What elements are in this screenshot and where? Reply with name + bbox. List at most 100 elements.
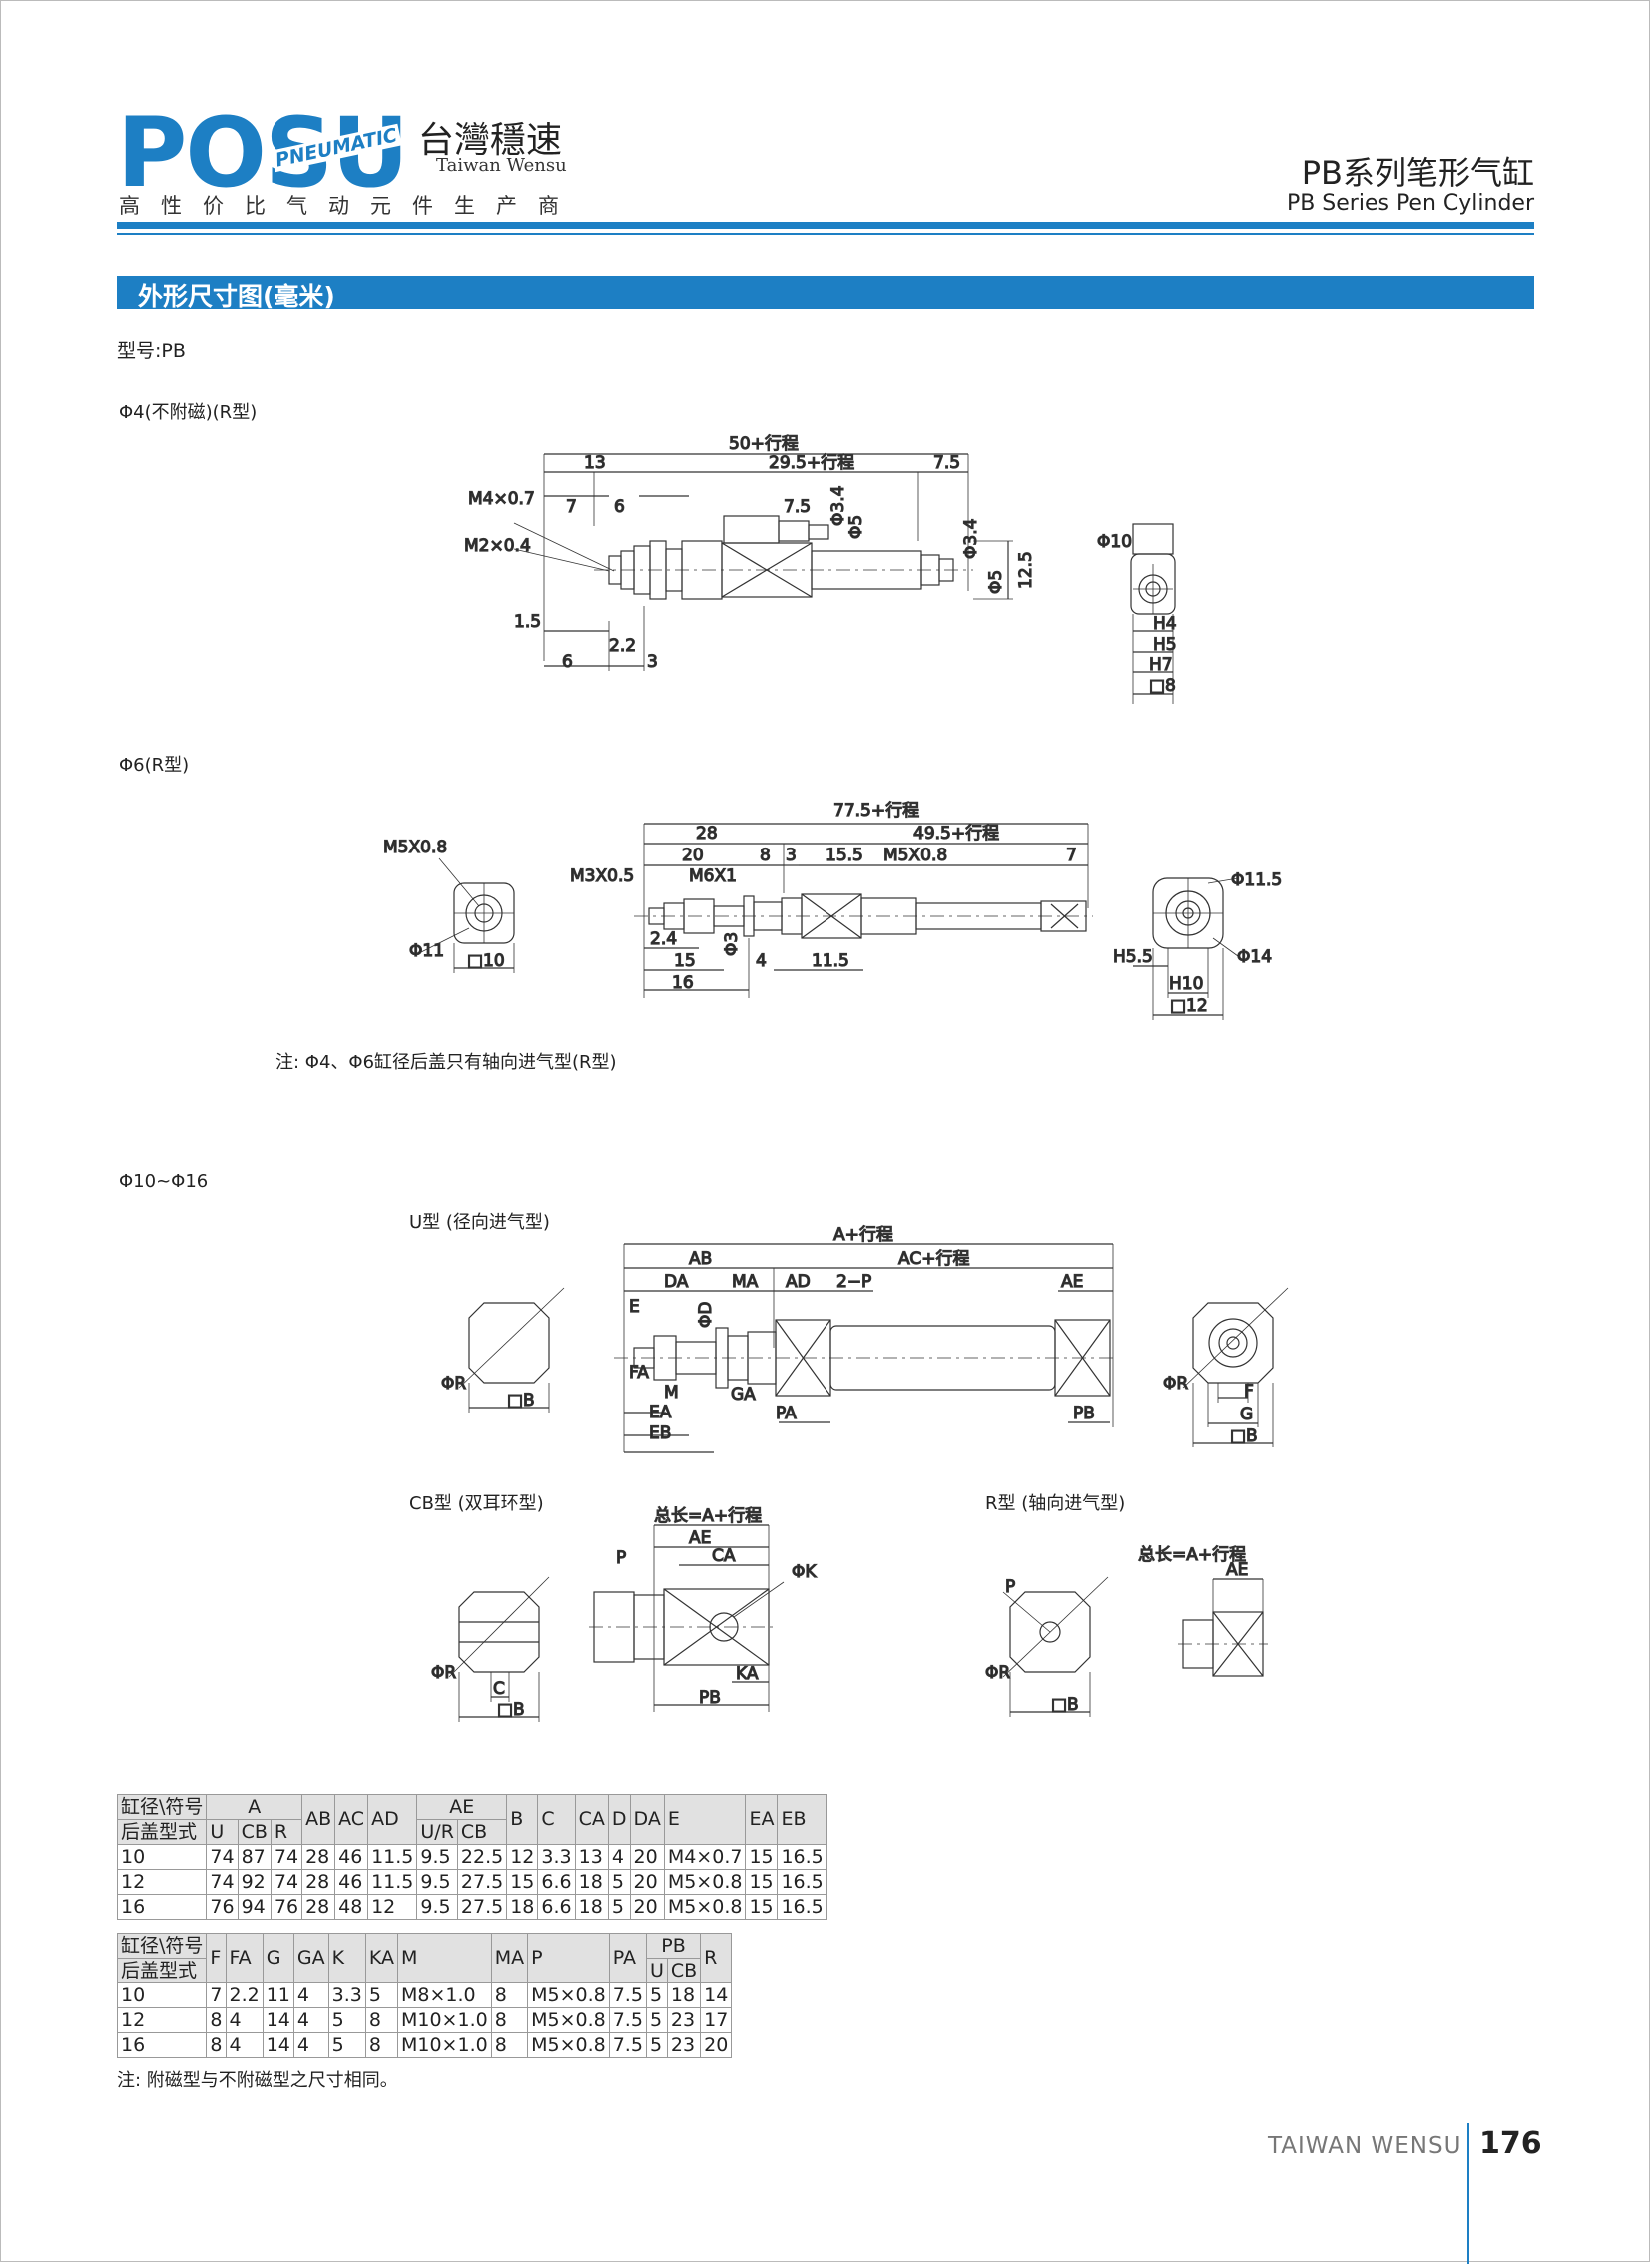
table-cell: 7 [206, 1982, 227, 2008]
svg-text:P: P [1005, 1577, 1015, 1597]
svg-text:Φ3.4: Φ3.4 [828, 486, 848, 526]
svg-text:C: C [493, 1679, 505, 1699]
table-header-cell: GA [292, 1933, 329, 1983]
phi4-heading: Φ4(不附磁)(R型) [119, 402, 258, 423]
svg-text:Φ5: Φ5 [846, 515, 866, 539]
svg-text:□12: □12 [1170, 996, 1208, 1016]
svg-text:50+行程: 50+行程 [729, 434, 799, 454]
u-type-end-left: ΦR □B [439, 1287, 589, 1417]
table-cell: 8 [490, 2032, 529, 2058]
table-cell: 18 [666, 1982, 702, 2008]
svg-text:GA: GA [731, 1385, 756, 1405]
table-header-cell: K [327, 1933, 366, 1983]
svg-text:□8: □8 [1149, 676, 1176, 696]
table-header-cell: AB [301, 1794, 336, 1845]
table-cell: 23 [666, 2007, 702, 2033]
table-cell: 11.5 [367, 1869, 418, 1895]
table-header-cell: P [527, 1933, 610, 1983]
table-cell: 10 [116, 1982, 208, 2008]
svg-text:Φ14: Φ14 [1237, 947, 1272, 967]
table-cell: 18 [574, 1894, 609, 1920]
table-header-cell: EA [745, 1794, 779, 1845]
table-cell: 14 [262, 2032, 294, 2058]
table-cell: 16 [116, 1894, 208, 1920]
svg-text:AE: AE [1226, 1560, 1248, 1580]
table-cell: 20 [629, 1844, 665, 1870]
table-cell: 2.2 [225, 1982, 264, 2008]
svg-text:H4: H4 [1153, 614, 1177, 634]
table-cell: 16 [116, 2032, 208, 2058]
table-cell: 18 [506, 1894, 539, 1920]
svg-text:Φ3: Φ3 [722, 932, 742, 956]
phi6-heading: Φ6(R型) [119, 755, 190, 776]
table-cell: 92 [237, 1869, 272, 1895]
table-header-cell: U [206, 1819, 239, 1845]
svg-text:PA: PA [776, 1404, 797, 1423]
table-cell: 10 [116, 1844, 208, 1870]
svg-text:Φ5: Φ5 [986, 570, 1006, 594]
phi4-end-view: Φ10 H4 H5 H7 □8 [1093, 519, 1223, 709]
svg-text:29.5+行程: 29.5+行程 [769, 453, 854, 473]
table-cell: 94 [237, 1894, 272, 1920]
table-cell: 8 [206, 2007, 227, 2033]
table-cell: 20 [629, 1869, 665, 1895]
table-cell: M5×0.8 [663, 1869, 747, 1895]
table-cell: 5 [645, 2032, 668, 2058]
table-cell: M5×0.8 [527, 2032, 610, 2058]
table-cell: 27.5 [456, 1869, 508, 1895]
table-header-cell: DA [629, 1794, 665, 1845]
svg-text:PB: PB [1073, 1404, 1095, 1423]
table-cell: 4 [292, 1982, 329, 2008]
svg-text:M2×0.4: M2×0.4 [464, 536, 531, 556]
table-cell: M5×0.8 [527, 1982, 610, 2008]
u-type-drawing: A+行程 AB AC+行程 DA MA AD 2−P AE E FA M GA … [614, 1224, 1123, 1457]
svg-text:15.5: 15.5 [826, 846, 863, 865]
phi6-end-right: Φ11.5 Φ14 H5.5 H10 □12 [1112, 858, 1293, 1028]
svg-text:ΦD: ΦD [696, 1302, 716, 1328]
table-header-cell: M [396, 1933, 492, 1983]
table-header-cell: 缸径\符号 [116, 1794, 208, 1820]
table-cell: 8 [490, 1982, 529, 2008]
svg-text:7.5: 7.5 [933, 453, 960, 473]
table-header-cell: U [645, 1958, 668, 1983]
slogan: 高性价比气动元件生产商 [119, 194, 580, 218]
series-title-en: PB Series Pen Cylinder [1286, 191, 1534, 216]
svg-text:13: 13 [584, 453, 606, 473]
svg-text:ΦK: ΦK [792, 1562, 817, 1582]
table-cell: 4 [292, 2032, 329, 2058]
table-cell: 5 [645, 1982, 668, 2008]
svg-text:□B: □B [497, 1700, 525, 1720]
svg-text:15: 15 [674, 951, 696, 971]
series-title-cn: PB系列笔形气缸 [1301, 154, 1534, 192]
table-header-row: 缸径\符号 F FA G GA K KA M MA P PA PB R [116, 1933, 733, 1983]
table-cell: M10×1.0 [396, 2007, 492, 2033]
table-header-cell: CB [237, 1819, 272, 1845]
table-header-cell: PB [645, 1933, 702, 1959]
svg-text:FA: FA [629, 1363, 649, 1383]
table-cell: M8×1.0 [396, 1982, 492, 2008]
table-note: 注: 附磁型与不附磁型之尺寸相同。 [117, 2070, 398, 2091]
table-cell: 9.5 [416, 1869, 458, 1895]
svg-text:H5: H5 [1153, 635, 1177, 655]
svg-text:ΦR: ΦR [1163, 1374, 1188, 1394]
table-cell: 11 [262, 1982, 294, 2008]
table-cell: 5 [327, 2032, 366, 2058]
table-header-cell: KA [364, 1933, 398, 1983]
table-cell: 76 [206, 1894, 239, 1920]
table-cell: 28 [301, 1844, 336, 1870]
svg-text:□10: □10 [467, 951, 505, 971]
table-header-cell: G [262, 1933, 294, 1983]
table-cell: 20 [629, 1894, 665, 1920]
svg-text:DA: DA [664, 1272, 689, 1292]
table-cell: 9.5 [416, 1844, 458, 1870]
svg-text:77.5+行程: 77.5+行程 [833, 801, 919, 821]
svg-text:28: 28 [696, 824, 718, 844]
table-header-cell: 缸径\符号 [116, 1933, 208, 1959]
table-cell: 74 [206, 1844, 239, 1870]
